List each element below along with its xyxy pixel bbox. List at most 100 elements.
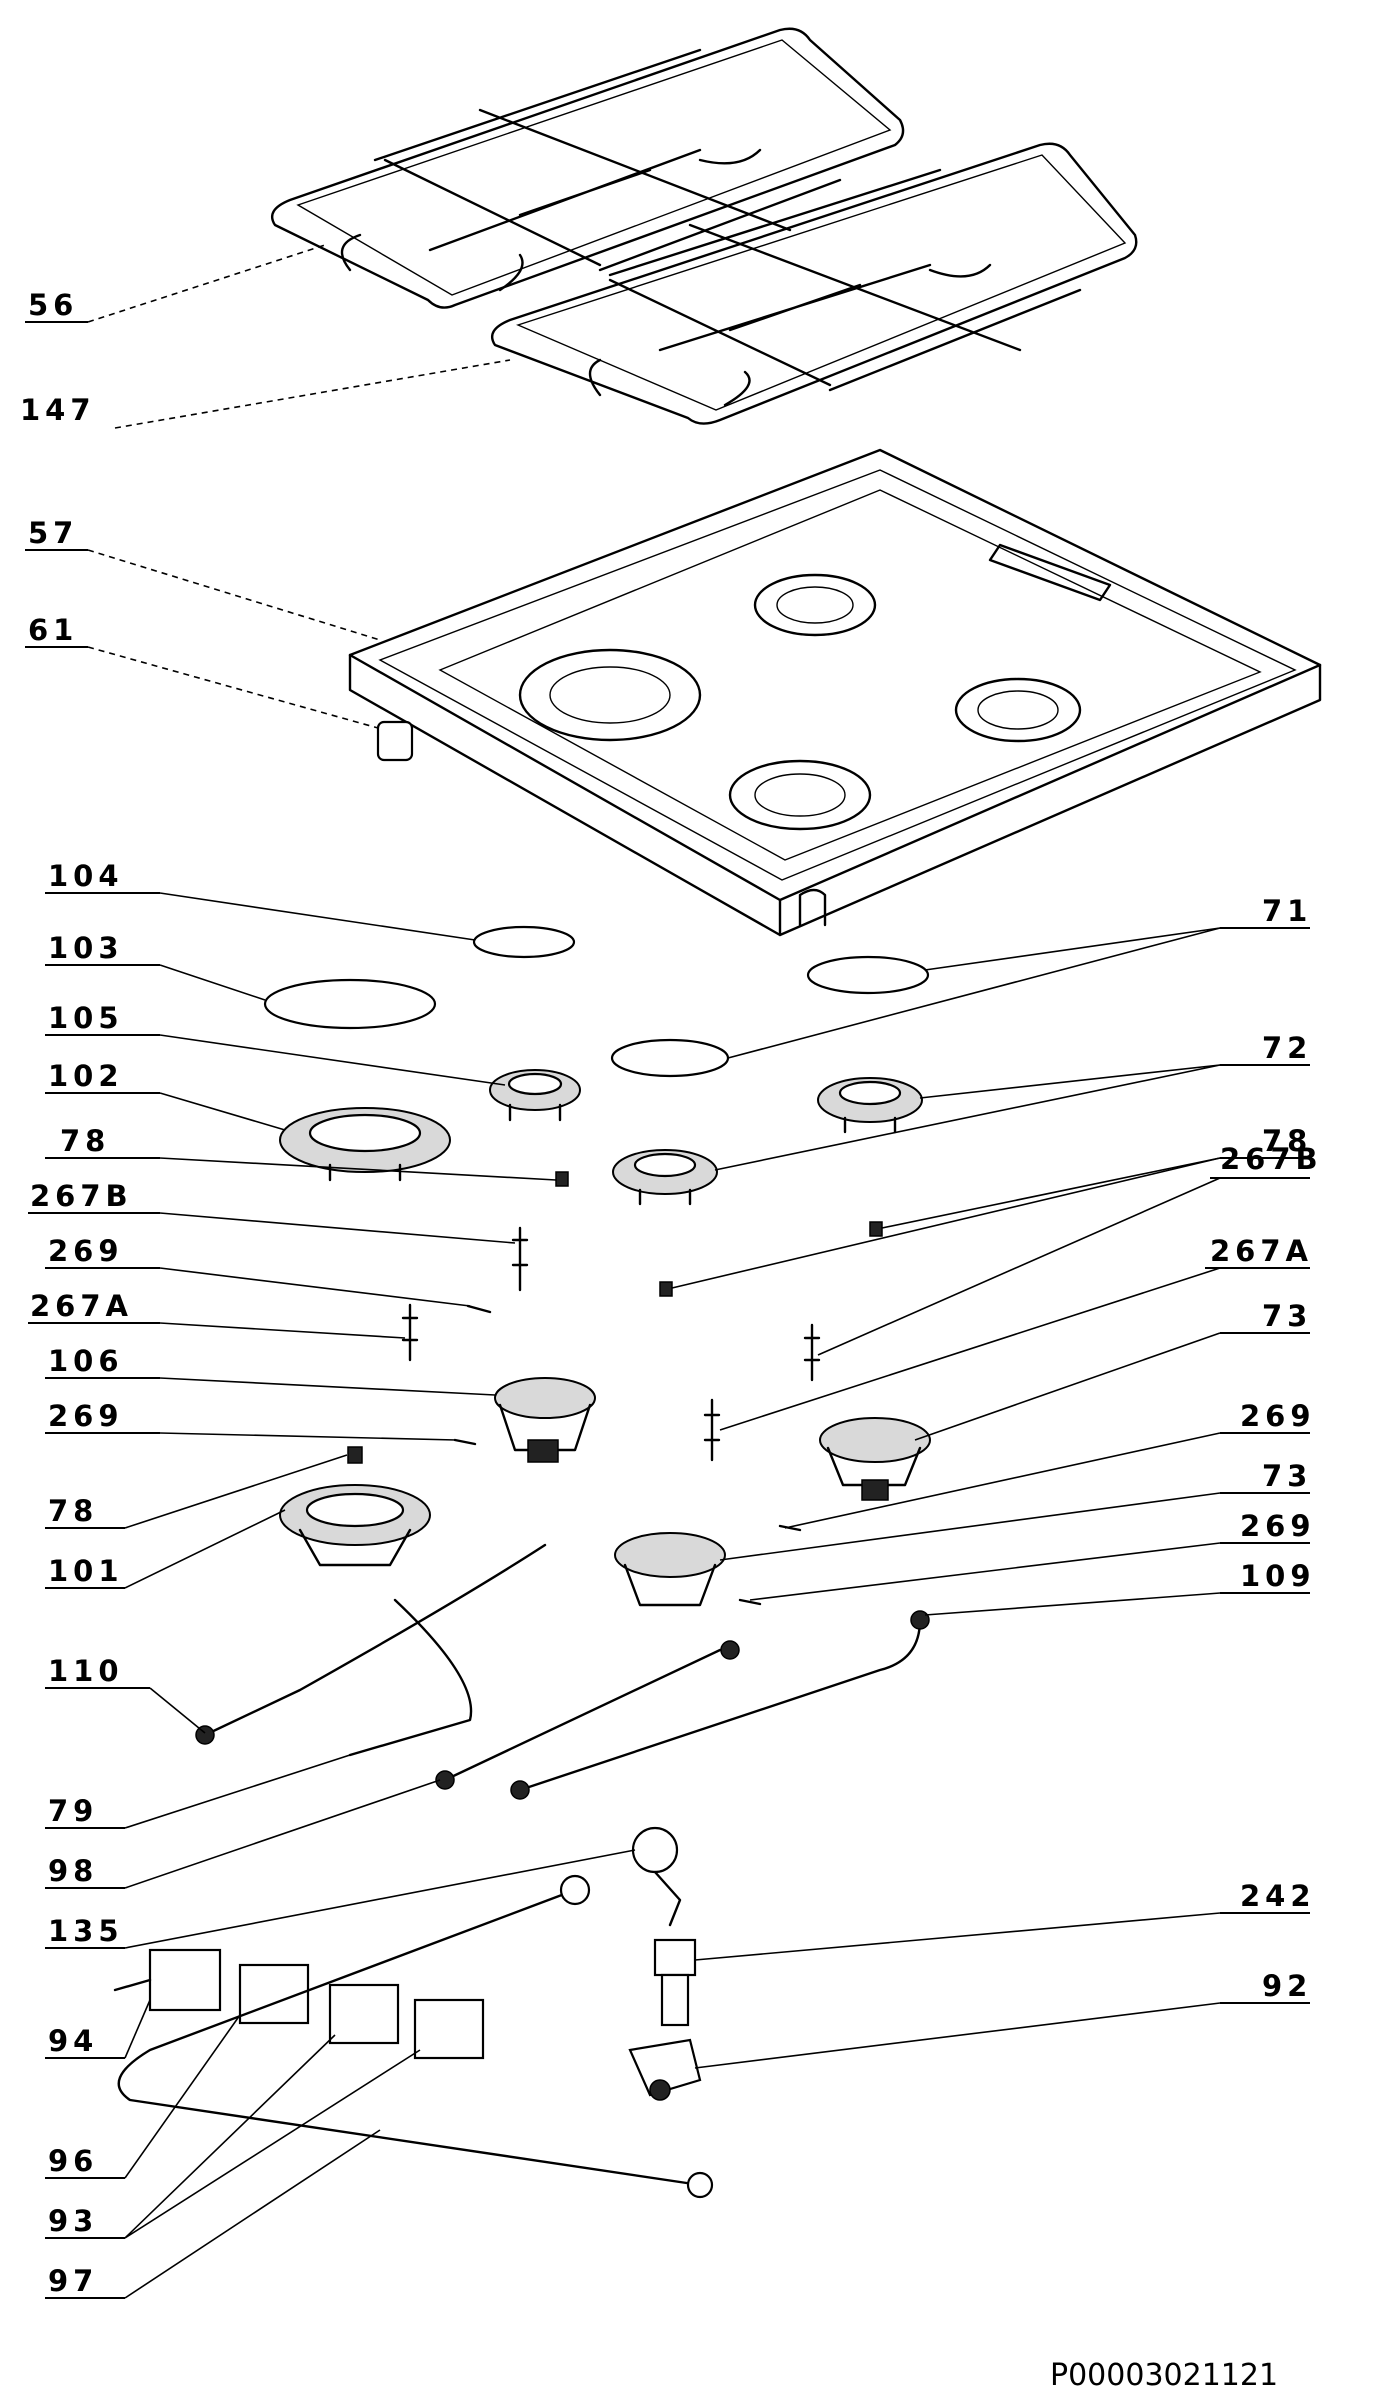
leader-78-right-b bbox=[671, 1157, 1221, 1289]
leader-267B-left bbox=[159, 1212, 516, 1244]
gas-pipe-79 bbox=[348, 1598, 473, 1757]
callout-109: 109 bbox=[1240, 1559, 1316, 1593]
leader-105 bbox=[159, 1034, 506, 1086]
callout-135: 135 bbox=[48, 1914, 124, 1948]
elbow-135 bbox=[631, 1826, 682, 1927]
gas-pipe-109 bbox=[518, 1618, 922, 1792]
callout-267B-right: 267B bbox=[1220, 1142, 1323, 1176]
leader-269-mid bbox=[159, 1432, 457, 1441]
thermocouple-267A-right bbox=[703, 1398, 721, 1462]
thermocouple-267A-left bbox=[401, 1303, 419, 1362]
hob-top-57 bbox=[348, 448, 1322, 937]
callout-110: 110 bbox=[48, 1654, 124, 1688]
injector-78c bbox=[659, 1281, 673, 1297]
injector-78d bbox=[347, 1446, 363, 1464]
gas-valve-93a bbox=[328, 1983, 400, 2045]
manifold-end bbox=[686, 2171, 714, 2199]
pipe-fitting bbox=[910, 1610, 930, 1630]
leader-92 bbox=[694, 2002, 1221, 2069]
hob-clip bbox=[798, 888, 827, 927]
leader-72b bbox=[714, 1064, 1221, 1171]
callout-269-top: 269 bbox=[48, 1234, 124, 1268]
burner-body-73a bbox=[819, 1417, 931, 1501]
callout-56: 56 bbox=[28, 288, 78, 322]
leader-94 bbox=[124, 1999, 151, 2059]
gas-pipe-98 bbox=[443, 1648, 722, 1782]
leader-135 bbox=[124, 1849, 636, 1949]
leader-97 bbox=[124, 2129, 381, 2299]
pipe-fitting bbox=[435, 1770, 455, 1790]
pipe-fitting bbox=[510, 1780, 530, 1800]
callout-73-top: 73 bbox=[1262, 1299, 1312, 1333]
leader-71a bbox=[924, 927, 1221, 971]
leader-72a bbox=[919, 1064, 1221, 1099]
leader-267A-right bbox=[719, 1267, 1221, 1431]
leader-73b bbox=[719, 1492, 1221, 1561]
gas-manifold-97 bbox=[117, 1888, 702, 2187]
thermocouple-267B-right bbox=[803, 1323, 821, 1382]
burner-body-73b bbox=[614, 1532, 726, 1607]
pipe-fitting bbox=[720, 1640, 740, 1660]
callout-78-right: 78 bbox=[1262, 1124, 1312, 1158]
leader-96 bbox=[124, 2014, 241, 2179]
leader-101 bbox=[124, 1509, 286, 1589]
pan-support-147 bbox=[490, 142, 1138, 425]
leader-104 bbox=[159, 892, 476, 941]
burner-crown-72a bbox=[817, 1077, 923, 1134]
callout-72: 72 bbox=[1262, 1031, 1312, 1065]
connector-242 bbox=[653, 1938, 697, 2027]
leader-61 bbox=[87, 646, 379, 729]
callout-242: 242 bbox=[1240, 1879, 1316, 1913]
callout-101: 101 bbox=[48, 1554, 124, 1588]
injector-78b bbox=[869, 1221, 883, 1237]
burner-cap-104 bbox=[472, 925, 576, 959]
burner-crown-72b bbox=[612, 1149, 718, 1206]
callout-93: 93 bbox=[48, 2204, 98, 2238]
burner-cap-71b bbox=[610, 1038, 730, 1078]
document-code: P00003021121 bbox=[1050, 2358, 1278, 2393]
gas-valve-94 bbox=[113, 1948, 222, 2012]
callout-98: 98 bbox=[48, 1854, 98, 1888]
callout-269-r1: 269 bbox=[1240, 1399, 1316, 1433]
leader-110 bbox=[149, 1687, 206, 1734]
callout-269-mid: 269 bbox=[48, 1399, 124, 1433]
thermocouple-267B-left bbox=[511, 1226, 529, 1292]
burner-crown-105 bbox=[489, 1069, 581, 1122]
leader-56 bbox=[87, 244, 326, 323]
leader-109 bbox=[924, 1592, 1221, 1616]
callout-269-r2: 269 bbox=[1240, 1509, 1316, 1543]
leader-78-bottom bbox=[124, 1454, 348, 1529]
leader-93b bbox=[124, 2049, 421, 2239]
hinge-61 bbox=[376, 720, 414, 762]
leader-269-r2 bbox=[749, 1542, 1221, 1601]
callout-105: 105 bbox=[48, 1001, 124, 1035]
callout-79: 79 bbox=[48, 1794, 98, 1828]
callout-71: 71 bbox=[1262, 894, 1312, 928]
leader-79 bbox=[124, 1754, 351, 1829]
leader-78-right-a bbox=[881, 1157, 1221, 1229]
pipe-fitting bbox=[195, 1725, 215, 1745]
leader-269-r1 bbox=[784, 1432, 1221, 1529]
burner-cap-103 bbox=[263, 978, 437, 1030]
callout-103: 103 bbox=[48, 931, 124, 965]
burner-body-106 bbox=[494, 1377, 596, 1463]
leader-73a bbox=[914, 1332, 1221, 1441]
regulator-92 bbox=[628, 2038, 702, 2101]
callout-96: 96 bbox=[48, 2144, 98, 2178]
gas-valve-93b bbox=[413, 1998, 485, 2060]
callout-94: 94 bbox=[48, 2024, 98, 2058]
callout-78-top: 78 bbox=[60, 1124, 110, 1158]
callout-267B-left: 267B bbox=[30, 1179, 133, 1213]
callout-73-bottom: 73 bbox=[1262, 1459, 1312, 1493]
leader-57 bbox=[87, 549, 381, 641]
callout-102: 102 bbox=[48, 1059, 124, 1093]
leader-269-top bbox=[159, 1267, 471, 1307]
callout-78-bottom: 78 bbox=[48, 1494, 98, 1528]
burner-body-101 bbox=[279, 1484, 431, 1567]
callout-267A-left: 267A bbox=[30, 1289, 133, 1323]
injector-78a bbox=[555, 1171, 569, 1187]
leader-102 bbox=[159, 1092, 286, 1131]
leader-71b bbox=[727, 927, 1221, 1059]
callout-267A-right: 267A bbox=[1210, 1234, 1313, 1268]
